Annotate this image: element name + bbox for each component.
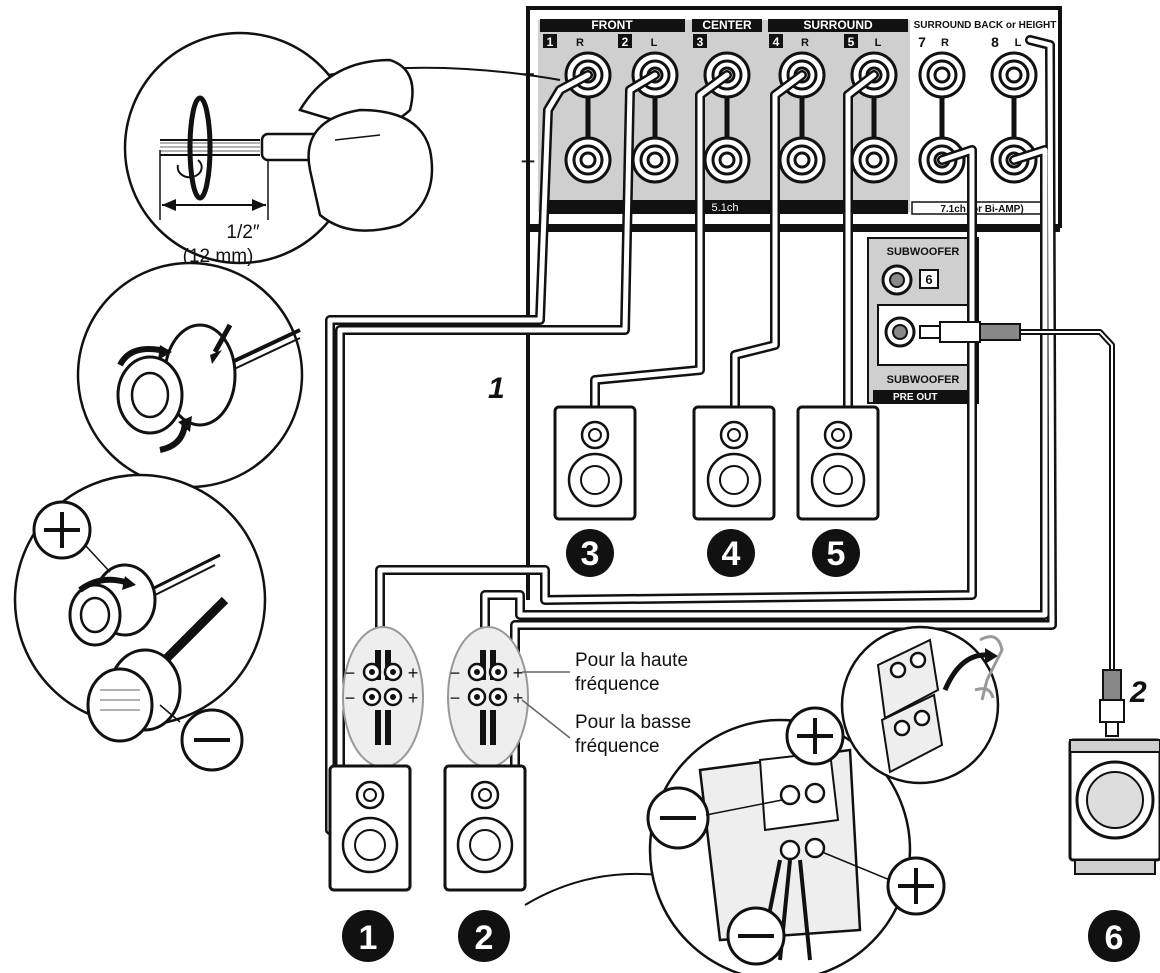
svg-text:4: 4 [773,35,780,49]
svg-text:8: 8 [991,34,999,50]
svg-text:L: L [1015,37,1022,49]
speaker-2 [443,764,527,892]
rear-minus-badge-bottom [726,906,786,966]
svg-text:2: 2 [622,35,629,49]
inset-polarity [13,473,267,772]
speaker-1 [328,764,412,892]
svg-text:+: + [408,688,419,708]
subwoofer-speaker [1068,738,1160,875]
svg-text:R: R [576,37,584,49]
speaker-number-4: 4 [707,529,755,577]
rear-plus-badge-top [785,706,845,766]
svg-text:−: − [345,688,356,708]
low-frequency-label-2: fréquence [575,736,660,757]
strip-length-mm: (12 mm) [183,246,254,267]
svg-text:−: − [450,688,461,708]
svg-text:7: 7 [918,34,926,50]
front-header-bar [540,19,685,32]
svg-text:5: 5 [827,535,846,573]
rca-plug-subwoofer [1099,669,1125,737]
subwoofer-label-top: SUBWOOFER [887,246,960,258]
high-frequency-label-1: Pour la haute [575,650,688,671]
ch51-label: 5.1ch [712,202,739,214]
step-1-label: 1 [488,372,505,405]
inset-speaker-rear [524,706,946,973]
speaker-number-1: 1 [342,910,394,962]
surround-label: SURROUND [803,18,873,32]
svg-text:−: − [345,663,356,683]
svg-text:R: R [941,37,949,49]
inset-tighten-terminal [76,261,304,489]
terminal-area-71 [915,20,1055,212]
svg-text:−: − [450,663,461,683]
speaker-3 [553,405,637,521]
step-2-label: 2 [1129,676,1147,709]
svg-text:+: + [513,663,524,683]
speaker-5 [796,405,880,521]
svg-text:L: L [651,37,658,49]
polarity-minus-badge [180,708,244,772]
inset-wire-stripping: 1/2″ (12 mm) [123,31,561,267]
inset-jumper-removal [840,625,1004,785]
rear-minus-badge-left [646,786,710,850]
rca-plug-preout [919,321,1021,343]
biamp-annotations: Pour la haute fréquence Pour la basse fr… [521,650,691,757]
svg-text:3: 3 [581,535,600,573]
speaker-number-3: 3 [566,529,614,577]
biamp-plate-2: − + − + [447,626,529,768]
low-frequency-label-1: Pour la basse [575,712,691,733]
speaker-4 [692,405,776,521]
svg-text:4: 4 [722,535,741,573]
sub-index-6: 6 [925,272,932,287]
subwoofer-label-bottom: SUBWOOFER [887,374,960,386]
surround-back-label: SURROUND BACK or HEIGHT [914,20,1057,31]
rear-plus-badge-right [886,856,946,916]
panel-minus-mark: − [520,146,535,176]
svg-text:2: 2 [475,919,494,957]
strip-length-inches: 1/2″ [226,222,259,243]
surround-header-bar [768,19,908,32]
subwoofer-preout-section: SUBWOOFER 6 SUBWOOFER PRE OUT [867,237,979,404]
svg-text:1: 1 [547,35,554,49]
svg-text:5: 5 [848,35,855,49]
preout-label: PRE OUT [893,392,937,403]
front-label: FRONT [591,18,633,32]
center-label: CENTER [702,18,752,32]
polarity-plus-badge [32,500,92,560]
svg-text:3: 3 [697,35,704,49]
svg-text:1: 1 [359,919,378,957]
center-header-bar [692,19,762,32]
biamp-plate-1: − + − + [342,626,424,768]
high-frequency-label-2: fréquence [575,674,660,695]
svg-text:6: 6 [1105,919,1124,957]
ch71-label: 7.1ch (or Bi-AMP) [940,204,1023,215]
svg-text:+: + [408,663,419,683]
svg-text:L: L [875,37,882,49]
svg-text:R: R [801,37,809,49]
svg-text:+: + [513,688,524,708]
post-surround-l [850,51,898,184]
speaker-number-2: 2 [458,910,510,962]
terminal-labels: 1 R 2 L 3 4 R 5 L 7 R 8 L [543,34,1022,50]
speaker-number-6: 6 [1088,910,1140,962]
speaker-number-5: 5 [812,529,860,577]
